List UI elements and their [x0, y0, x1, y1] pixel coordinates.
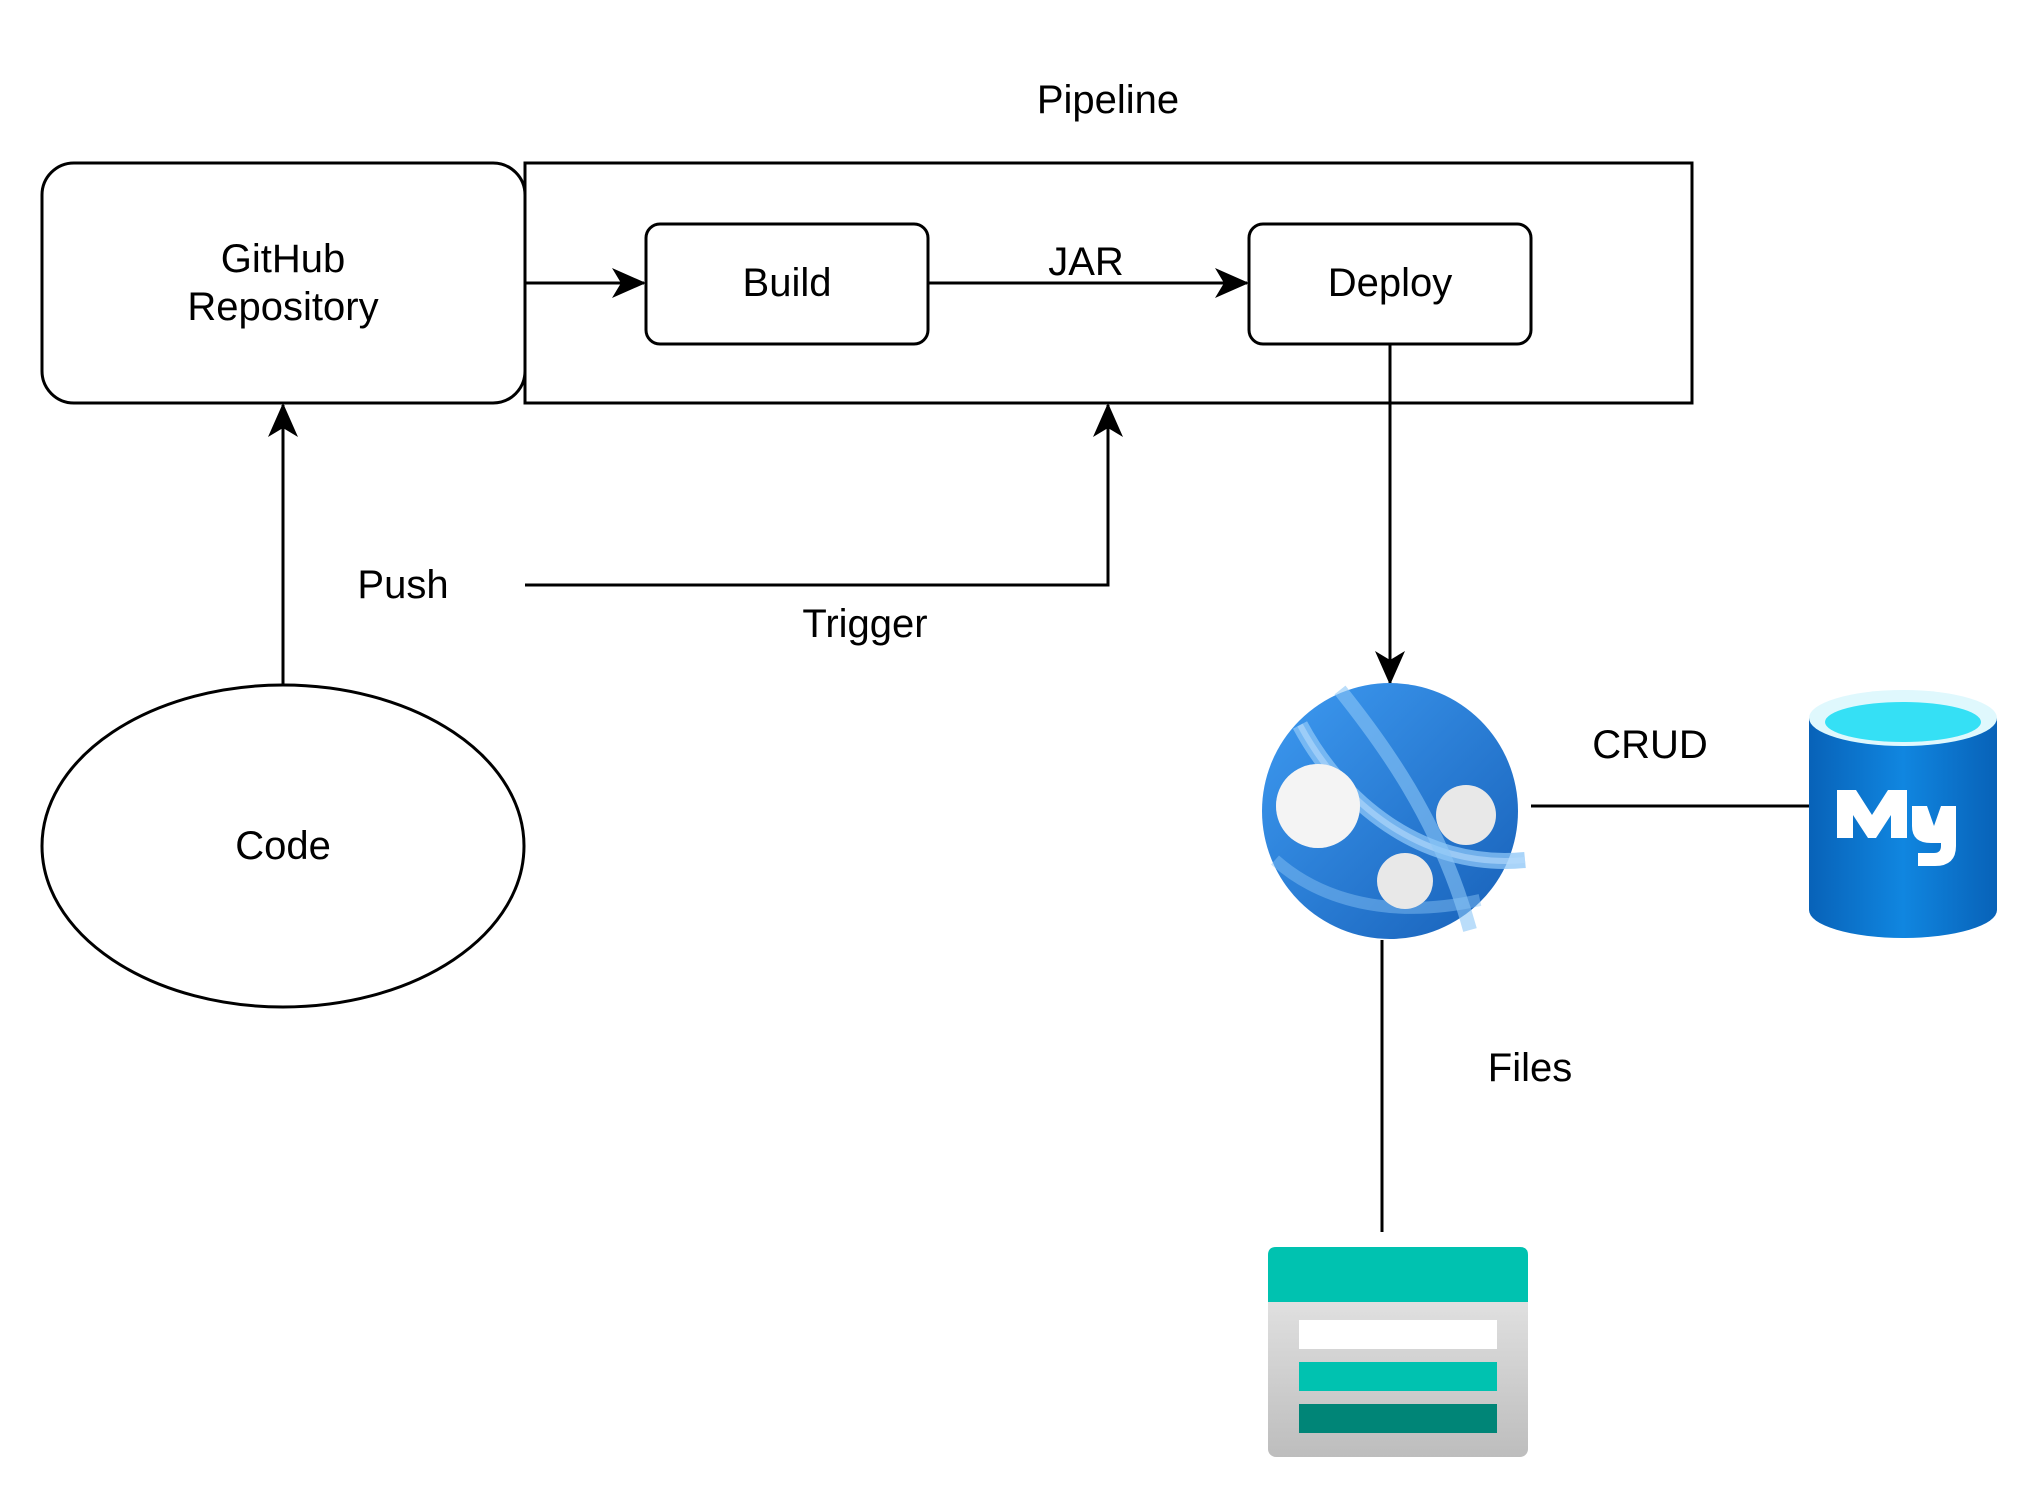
- crud-edge-label: CRUD: [1592, 723, 1708, 767]
- deploy-label: Deploy: [1327, 261, 1453, 305]
- pipeline-title: Pipeline: [1036, 78, 1180, 122]
- github-repository-label-line2: Repository: [187, 285, 379, 329]
- github-repository-label: GitHub Repository: [187, 235, 378, 331]
- azure-mysql-database-icon: [1809, 690, 1997, 938]
- files-edge-label: Files: [1487, 1046, 1573, 1090]
- push-edge-label: Push: [357, 563, 449, 607]
- azure-app-service-icon: [1262, 683, 1526, 939]
- jar-edge-label: JAR: [1048, 240, 1124, 284]
- trigger-edge-label: Trigger: [802, 602, 928, 646]
- build-label: Build: [742, 261, 832, 305]
- azure-storage-account-icon: [1268, 1247, 1528, 1457]
- code-label: Code: [235, 824, 331, 868]
- edge-push-trigger-to-pipeline: [525, 403, 1123, 587]
- github-repository-label-line1: GitHub: [220, 237, 346, 281]
